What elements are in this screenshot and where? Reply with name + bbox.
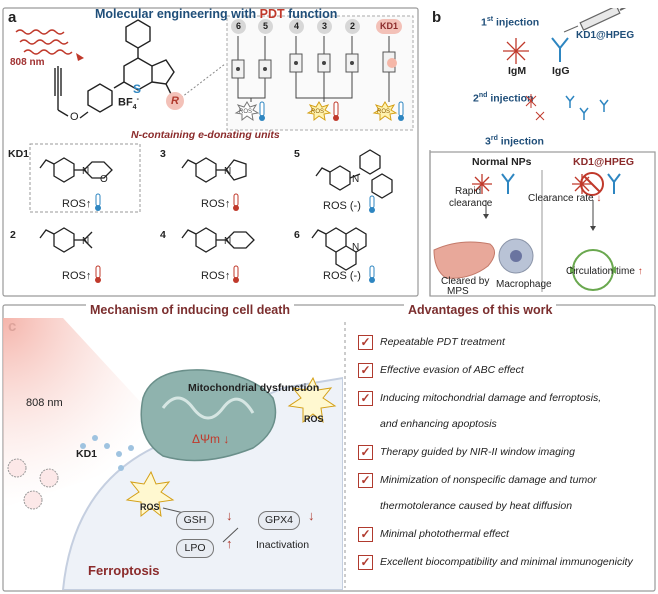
checkbox-icon: ✓ <box>358 472 373 488</box>
advantage-item-6: ✓Minimal photothermal effect <box>358 523 509 545</box>
mps-label: MPS <box>447 286 469 297</box>
level-number-5: 5 <box>258 19 273 34</box>
kd1-hpeg-label: KD1@HPEG <box>573 156 635 168</box>
level-number-3: 3 <box>317 19 332 34</box>
gsh-down-arrow: ↓ <box>226 508 233 523</box>
ros-result-6: ROS (-) <box>323 270 361 282</box>
mechanism-illustration <box>3 318 343 590</box>
wavelength-label-c: 808 nm <box>26 397 63 409</box>
product-label-top: KD1@HPEG <box>576 30 635 41</box>
compound-id-4: 4 <box>160 229 166 241</box>
third-injection-label: 3rd injection <box>485 135 544 148</box>
checkbox-icon: ✓ <box>358 526 373 542</box>
ros-result-kd1: ROS↑ <box>62 198 92 210</box>
level-number-2: 2 <box>345 19 360 34</box>
clearance-rate-label: Clearance rate ↓ <box>528 193 602 204</box>
circulation-time-label: Circulation time ↑ <box>566 266 643 277</box>
clearance-label: clearance <box>449 198 493 209</box>
cleared-by-label: Cleared by <box>441 276 490 287</box>
level-number-kd1: KD1 <box>376 19 402 34</box>
svg-text:N: N <box>82 166 89 177</box>
second-injection-label: 2nd injection <box>473 92 534 105</box>
checkbox-icon: ✓ <box>358 554 373 570</box>
ros-label-cell: ROS <box>140 502 160 512</box>
ros-badge-2: ROS <box>311 109 325 115</box>
svg-text:O: O <box>70 111 79 123</box>
gpx4-down-arrow: ↓ <box>308 508 315 523</box>
ros-result-5: ROS (-) <box>323 200 361 212</box>
main-molecule-structure: O <box>54 19 226 123</box>
ros-result-3: ROS↑ <box>201 198 231 210</box>
svg-text:N: N <box>352 242 359 253</box>
macrophage-label: Macrophage <box>496 279 552 290</box>
ros-result-4: ROS↑ <box>201 270 231 282</box>
advantage-item-7: ✓Excellent biocompatibility and minimal … <box>358 551 633 573</box>
panel-a-title: Molecular engineering with PDT function <box>95 7 338 21</box>
advantage-item-3: ✓Inducing mitochondrial damage and ferro… <box>358 387 601 409</box>
compound-id-5: 5 <box>294 148 300 160</box>
ros-label-mito: ROS <box>304 414 324 424</box>
svg-text:N: N <box>352 174 359 185</box>
donating-units-subtitle: N-containing e-donating units <box>131 129 280 141</box>
checkbox-icon: ✓ <box>358 362 373 378</box>
ros-result-2: ROS↑ <box>62 270 92 282</box>
kd1-label-c: KD1 <box>76 448 98 460</box>
mito-dysfunction-label: Mitochondrial dysfunction <box>188 382 320 394</box>
ros-badge-3: ROS <box>377 109 391 115</box>
svg-text:N: N <box>82 236 89 247</box>
svg-text:N: N <box>224 236 231 247</box>
normal-nps-label: Normal NPs <box>472 156 532 168</box>
checkbox-icon: ✓ <box>358 334 373 350</box>
compound-id-3: 3 <box>160 148 166 160</box>
checkbox-icon: ✓ <box>358 390 373 406</box>
advantage-item-5: ✓Minimization of nonspecific damage and … <box>358 469 597 491</box>
level-number-4: 4 <box>289 19 304 34</box>
delta-psi-label: ΔΨm ↓ <box>192 432 230 446</box>
inactivation-label: Inactivation <box>256 539 310 551</box>
gpx4-pill: GPX4 <box>258 511 300 530</box>
gsh-pill: GSH <box>176 511 214 530</box>
lpo-pill: LPO <box>176 539 214 558</box>
compound-id-6: 6 <box>294 229 300 241</box>
panel-b-letter: b <box>432 9 442 26</box>
checkbox-icon: ✓ <box>358 444 373 460</box>
igm-label: IgM <box>508 65 527 77</box>
svg-text:O: O <box>100 174 108 185</box>
mechanism-title: Mechanism of inducing cell death <box>86 303 295 317</box>
sulfur-atom: S <box>133 82 142 96</box>
svg-text:N: N <box>224 166 231 177</box>
level-number-6: 6 <box>231 19 246 34</box>
advantage-item-4: ✓Therapy guided by NIR-II window imaging <box>358 441 575 463</box>
advantage-item-1: ✓Repeatable PDT treatment <box>358 331 505 353</box>
advantage-item-5-cont: thermotolerance caused by heat diffusion <box>380 500 573 512</box>
ros-badge-1: ROS <box>239 109 253 115</box>
r-group-badge: R <box>166 92 184 110</box>
igg-label: IgG <box>552 65 570 77</box>
light-waves-icon <box>15 29 84 61</box>
rapid-label: Rapid <box>455 186 482 197</box>
wavelength-label-a: 808 nm <box>10 57 45 68</box>
compound-id-kd1: KD1 <box>8 148 30 160</box>
panel-a-letter: a <box>8 9 17 26</box>
compound-structures: NO N N N N N <box>29 143 393 283</box>
ferroptosis-label: Ferroptosis <box>88 563 160 578</box>
counterion-label: BF4- <box>118 96 139 111</box>
advantage-item-3-cont: and enhancing apoptosis <box>380 418 497 430</box>
injection-illustration <box>503 8 627 121</box>
energy-level-diagram <box>231 36 404 122</box>
advantages-title: Advantages of this work <box>404 303 557 317</box>
lpo-up-arrow: ↑ <box>226 536 233 551</box>
clearance-illustration <box>433 170 621 292</box>
first-injection-label: 1st injection <box>481 16 540 29</box>
advantage-item-2: ✓Effective evasion of ABC effect <box>358 359 524 381</box>
compound-id-2: 2 <box>10 229 16 241</box>
